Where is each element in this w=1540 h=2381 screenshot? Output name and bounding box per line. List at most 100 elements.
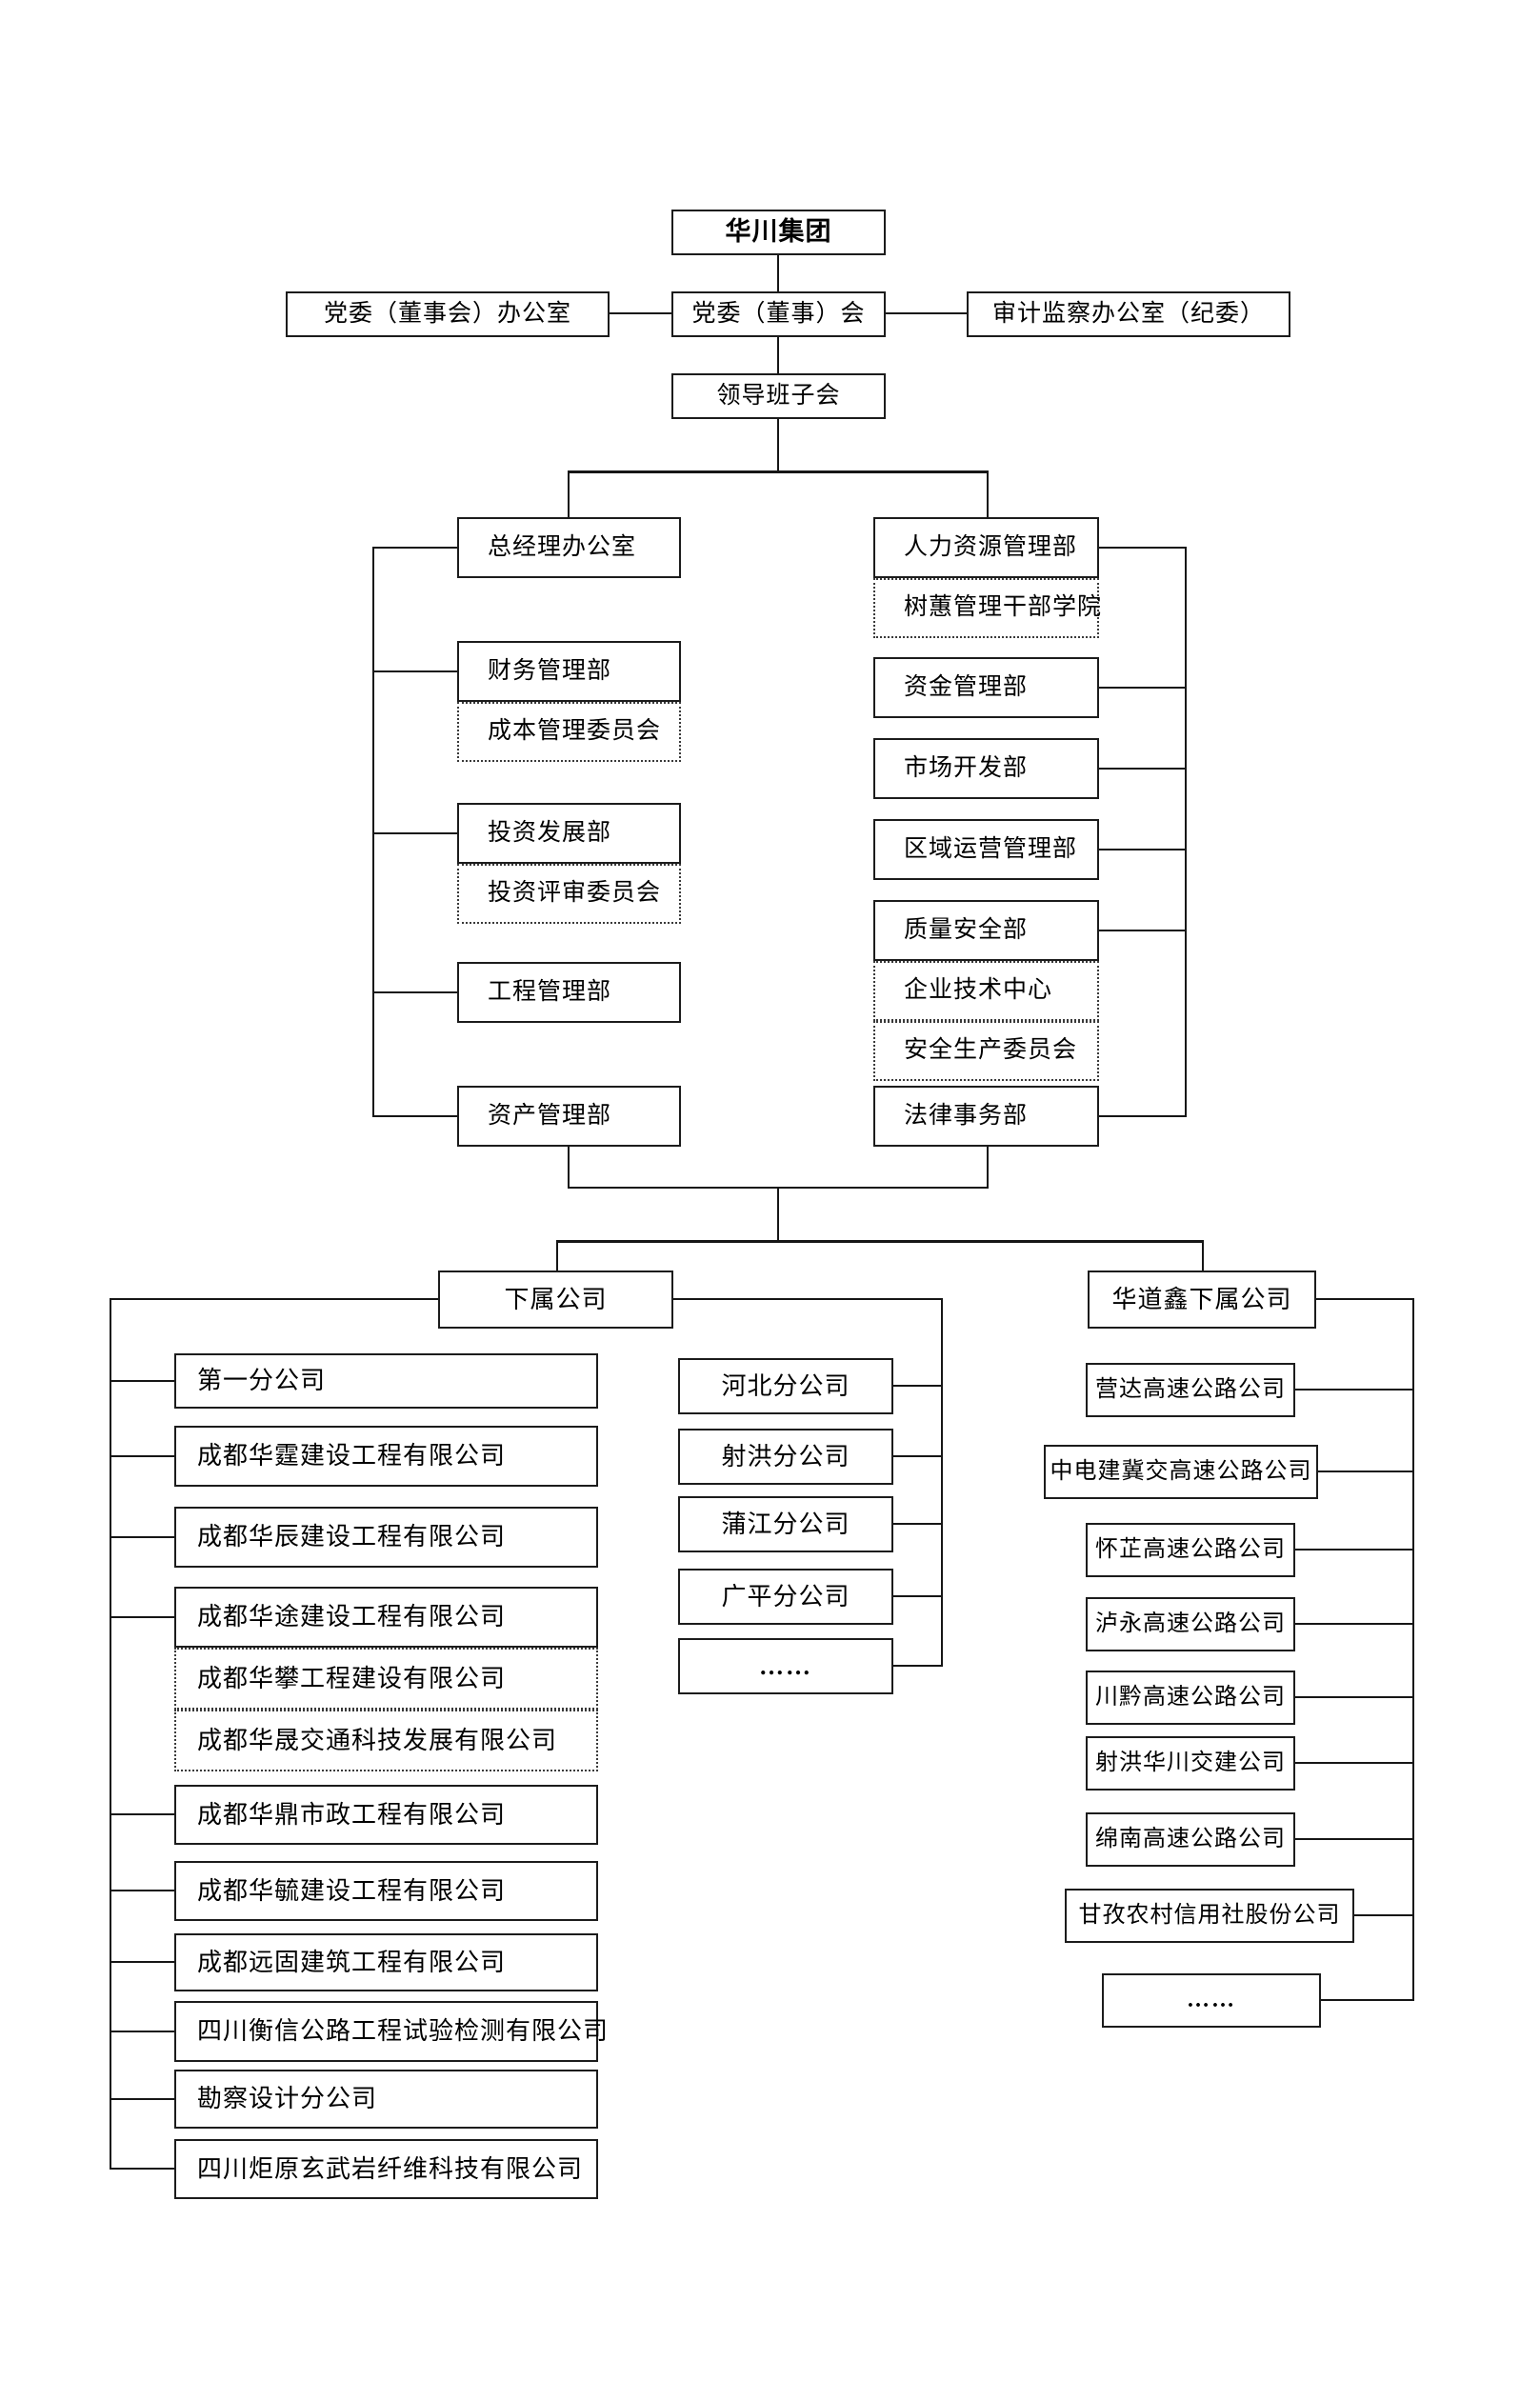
- node-chengdu-yuangu: 成都远固建筑工程有限公司: [174, 1933, 598, 1991]
- node-more-companies: ……: [1102, 1973, 1321, 2028]
- node-shuhui-cadre-academy: 树蕙管理干部学院: [873, 578, 1101, 638]
- connector-line: [110, 1961, 174, 1963]
- node-finance-dept: 财务管理部: [457, 641, 681, 702]
- connector-line: [1099, 1115, 1185, 1117]
- node-survey-design-branch: 勘察设计分公司: [174, 2070, 598, 2129]
- node-asset-mgmt-dept: 资产管理部: [457, 1086, 681, 1147]
- connector-line: [893, 1455, 941, 1457]
- node-ganzi-rural-credit: 甘孜农村信用社股份公司: [1065, 1889, 1354, 1943]
- connector-line: [568, 470, 989, 473]
- node-audit-supervision-office: 审计监察办公室（纪委）: [967, 291, 1290, 337]
- node-huaizhi-expressway: 怀芷高速公路公司: [1086, 1523, 1295, 1577]
- connector-line: [110, 2031, 174, 2032]
- connector-line: [110, 1380, 174, 1382]
- node-chuanqian-expressway: 川黔高速公路公司: [1086, 1671, 1295, 1725]
- connector-line: [1295, 1762, 1412, 1764]
- node-quality-safety-dept: 质量安全部: [873, 900, 1099, 961]
- node-party-committee: 党委（董事）会: [671, 291, 886, 337]
- connector-line: [110, 1298, 438, 1300]
- connector-line: [1185, 547, 1187, 1117]
- connector-line: [893, 1385, 941, 1387]
- node-chengdu-huatu: 成都华途建设工程有限公司: [174, 1587, 598, 1648]
- node-hebei-branch: 河北分公司: [678, 1358, 893, 1414]
- node-luyong-expressway: 泸永高速公路公司: [1086, 1597, 1295, 1651]
- connector-line: [1099, 930, 1185, 931]
- connector-line: [110, 2098, 174, 2100]
- node-pujiang-branch: 蒲江分公司: [678, 1496, 893, 1552]
- connector-line: [1316, 1298, 1414, 1300]
- connector-line: [110, 1298, 111, 2169]
- connector-line: [372, 832, 457, 834]
- connector-line: [1099, 687, 1185, 689]
- connector-line: [110, 1813, 174, 1815]
- node-investment-dev-dept: 投资发展部: [457, 803, 681, 864]
- node-leadership-meeting: 领导班子会: [671, 373, 886, 419]
- node-cost-mgmt-committee: 成本管理委员会: [457, 702, 681, 762]
- node-funds-mgmt-dept: 资金管理部: [873, 657, 1099, 718]
- connector-line: [1318, 1471, 1412, 1472]
- node-subsidiaries-header: 下属公司: [438, 1271, 673, 1329]
- node-shehong-huachuan-jiaojian: 射洪华川交建公司: [1086, 1736, 1295, 1791]
- connector-line: [110, 1616, 174, 1618]
- node-guangping-branch: 广平分公司: [678, 1569, 893, 1625]
- node-chengdu-huasheng: 成都华晟交通科技发展有限公司: [174, 1710, 598, 1771]
- connector-line: [1321, 1999, 1412, 2001]
- node-gm-office: 总经理办公室: [457, 517, 681, 578]
- node-zhongdianjian-jijiao-expressway: 中电建冀交高速公路公司: [1044, 1445, 1318, 1499]
- node-more-branches: ……: [678, 1638, 893, 1694]
- connector-line: [372, 991, 457, 993]
- node-chengdu-huayu: 成都华毓建设工程有限公司: [174, 1861, 598, 1921]
- connector-line: [568, 470, 570, 517]
- node-engineering-dept: 工程管理部: [457, 962, 681, 1023]
- node-investment-review-committee: 投资评审委员会: [457, 864, 681, 924]
- connector-line: [1099, 849, 1185, 850]
- connector-line: [372, 1115, 457, 1117]
- node-chengdu-huapan: 成都华攀工程建设有限公司: [174, 1648, 598, 1710]
- connector-line: [1354, 1914, 1412, 1916]
- connector-line: [610, 312, 671, 314]
- node-huachuan-group: 华川集团: [671, 210, 886, 255]
- connector-line: [110, 1536, 174, 1538]
- connector-line: [568, 1147, 570, 1189]
- node-party-committee-office: 党委（董事会）办公室: [286, 291, 610, 337]
- connector-line: [1295, 1549, 1412, 1551]
- connector-line: [556, 1240, 1204, 1243]
- node-sichuan-hengxin: 四川衡信公路工程试验检测有限公司: [174, 2001, 608, 2062]
- connector-line: [893, 1523, 941, 1525]
- connector-line: [673, 1298, 943, 1300]
- connector-line: [777, 255, 779, 291]
- connector-line: [1295, 1623, 1412, 1625]
- connector-line: [987, 470, 989, 517]
- connector-line: [556, 1240, 558, 1271]
- connector-line: [110, 2168, 174, 2170]
- node-enterprise-tech-center: 企业技术中心: [873, 961, 1099, 1021]
- connector-line: [893, 1665, 941, 1667]
- connector-line: [777, 419, 779, 472]
- connector-line: [1099, 547, 1185, 549]
- connector-line: [777, 1187, 779, 1242]
- connector-line: [941, 1298, 943, 1667]
- node-legal-affairs-dept: 法律事务部: [873, 1086, 1099, 1147]
- node-yingda-expressway: 营达高速公路公司: [1086, 1363, 1295, 1417]
- connector-line: [777, 337, 779, 373]
- connector-line: [1295, 1696, 1412, 1698]
- node-regional-ops-dept: 区域运营管理部: [873, 819, 1099, 880]
- connector-line: [1412, 1298, 1414, 2001]
- node-miannan-expressway: 绵南高速公路公司: [1086, 1812, 1295, 1867]
- node-first-branch: 第一分公司: [174, 1353, 598, 1409]
- connector-line: [1295, 1389, 1412, 1391]
- node-safety-production-committee: 安全生产委员会: [873, 1021, 1099, 1081]
- node-sichuan-juyuan: 四川炬原玄武岩纤维科技有限公司: [174, 2139, 598, 2199]
- node-chengdu-huachen: 成都华辰建设工程有限公司: [174, 1507, 598, 1568]
- connector-line: [110, 1890, 174, 1891]
- connector-line: [372, 670, 457, 672]
- node-hr-dept: 人力资源管理部: [873, 517, 1099, 578]
- node-chengdu-huading: 成都华鼎市政工程有限公司: [174, 1785, 598, 1845]
- connector-line: [372, 547, 457, 549]
- node-huadaoxin-subsidiaries-header: 华道鑫下属公司: [1088, 1271, 1316, 1329]
- connector-line: [1295, 1838, 1412, 1840]
- connector-line: [987, 1147, 989, 1189]
- connector-line: [886, 312, 967, 314]
- node-market-dev-dept: 市场开发部: [873, 738, 1099, 799]
